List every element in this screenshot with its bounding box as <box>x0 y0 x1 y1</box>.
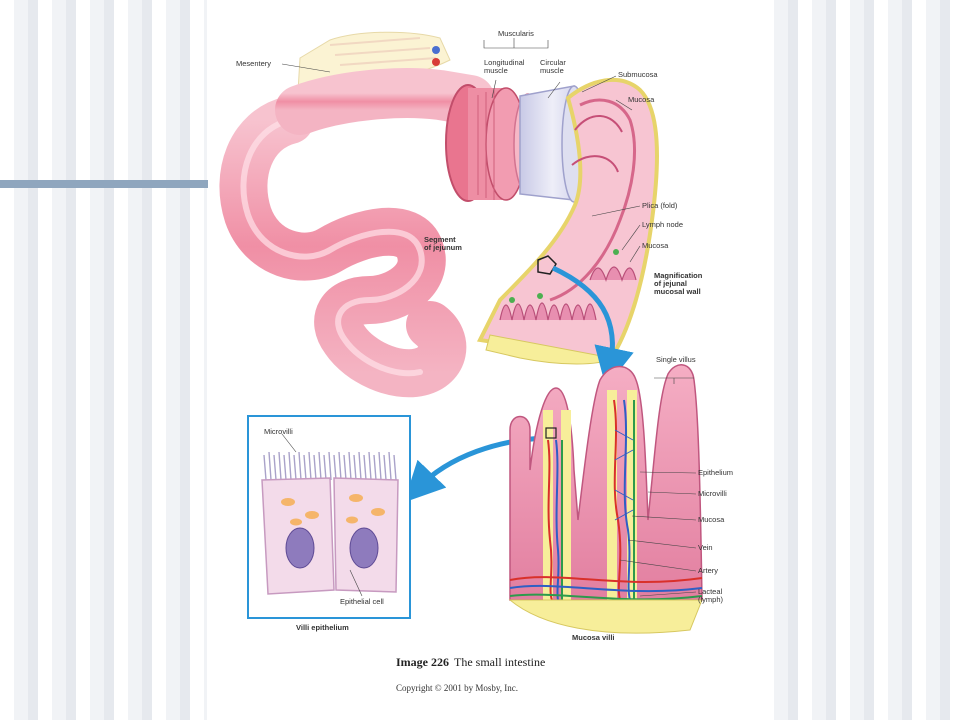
label-submucosa: Submucosa <box>618 70 658 79</box>
label-single-villus: Single villus <box>656 355 696 364</box>
label-mucosa-villi-title: Mucosa villi <box>572 633 615 642</box>
label-mucosa-mid: Mucosa <box>642 241 669 250</box>
label-muscularis: Muscularis <box>498 29 534 38</box>
label-lacteal: Lacteal (lymph) <box>698 587 724 604</box>
label-microvilli-inset: Microvilli <box>264 427 293 436</box>
villi-epithelium-inset <box>247 415 411 619</box>
label-plica: Plica (fold) <box>642 201 678 210</box>
label-artery: Artery <box>698 566 719 575</box>
label-epithelial-cell: Epithelial cell <box>340 597 384 606</box>
figure-caption: Image 226 The small intestine <box>396 655 545 670</box>
caption-number: Image 226 <box>396 655 449 669</box>
villi-cross-section <box>508 364 703 634</box>
copyright-notice: Copyright © 2001 by Mosby, Inc. <box>396 683 519 693</box>
mucosal-wall-cutaway <box>476 77 659 365</box>
label-lymph-node: Lymph node <box>642 220 684 229</box>
label-mucosa-top: Mucosa <box>628 95 655 104</box>
plica-villi <box>499 249 637 321</box>
microvilli-brush <box>263 451 397 481</box>
label-circular-muscle: Circular muscle <box>540 58 566 75</box>
label-microvilli: Microvilli <box>698 489 727 498</box>
label-epithelium: Epithelium <box>698 468 734 477</box>
caption-title: The small intestine <box>454 655 546 669</box>
label-villi-epithelium: Villi epithelium <box>296 623 349 632</box>
label-mesentery: Mesentery <box>236 59 272 68</box>
label-mucosa-villi: Mucosa <box>698 515 725 524</box>
leader-lines <box>281 38 697 597</box>
label-segment-jejunum: Segment of jejunum <box>424 235 462 252</box>
label-vein: Vein <box>698 543 713 552</box>
label-longitudinal-muscle: Longitudinal muscle <box>484 58 525 75</box>
accent-bar <box>0 180 208 188</box>
label-magnification: Magnification of jejunal mucosal wall <box>654 271 703 296</box>
intestine-coils <box>219 68 495 398</box>
